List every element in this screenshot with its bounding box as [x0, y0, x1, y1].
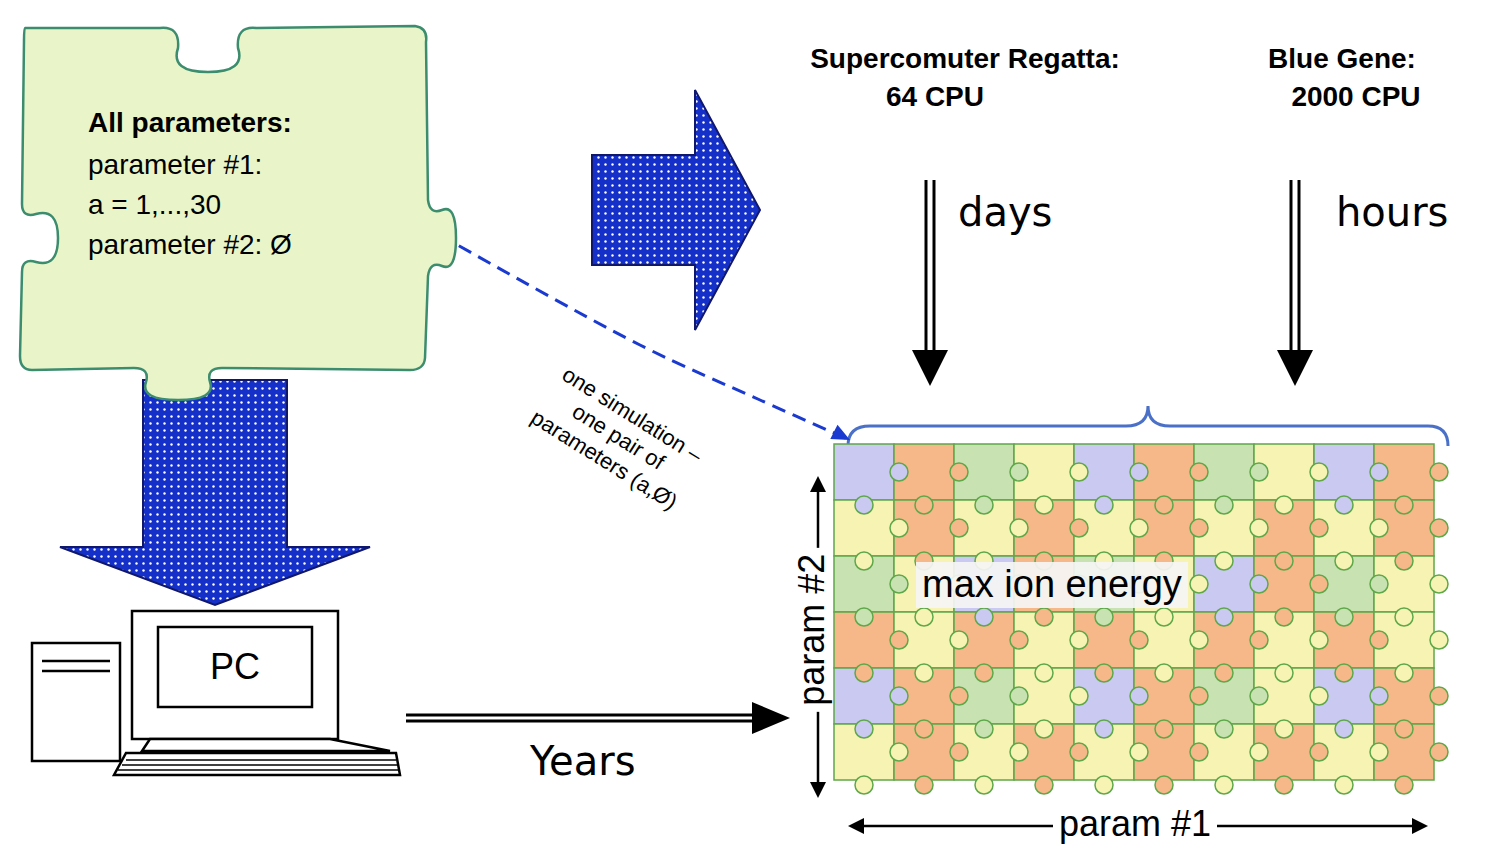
double-line-inner [404, 717, 758, 720]
duration-label: days [958, 190, 1052, 234]
screen-label: PC [160, 629, 310, 705]
double-arrow-hours [1277, 180, 1313, 386]
cpu-count: 2000 CPU [1291, 82, 1420, 113]
node-heading: All parameters: [88, 106, 292, 140]
double-arrow [404, 702, 790, 734]
duration-label: hours [1336, 190, 1448, 234]
pc-drawing [32, 611, 400, 775]
big-blue-arrow [60, 380, 370, 605]
pc-computer-outline [30, 605, 400, 780]
computer-name: Supercomuter Regatta: [810, 44, 1120, 75]
result-puzzle-grid-outline [790, 440, 1455, 795]
axis-label: param #2 [792, 548, 832, 712]
big-blue-arrow [592, 90, 760, 330]
arrow-head [752, 702, 790, 734]
parameter-puzzle-outline [10, 10, 440, 380]
grid-label: max ion energy [916, 562, 1188, 608]
edge-label: one simulation – one pair of parameters … [514, 352, 722, 523]
cpu-count: 64 CPU [886, 82, 984, 113]
parameter-text: parameter #1: [88, 148, 262, 182]
arrow-head [830, 425, 850, 440]
puzzle-grid [834, 444, 1448, 794]
edge-label: Years [530, 738, 636, 784]
puzzle-piece [20, 26, 456, 400]
arrow-body [60, 380, 370, 605]
double-arrow-days [912, 180, 948, 386]
axis-label: param #1 [1053, 804, 1217, 844]
result-puzzle-grid: max ion energy [790, 440, 1455, 795]
parameter-puzzle: All parameters: parameter #1: a = 1,...,30… [10, 10, 440, 380]
computer-name: Blue Gene: [1268, 44, 1416, 75]
parameter-text: a = 1,...,30 [88, 188, 221, 222]
parameter-text: parameter #2: Ø [88, 228, 292, 262]
curly-brace [848, 406, 1448, 446]
pc-computer: PC [30, 605, 400, 780]
